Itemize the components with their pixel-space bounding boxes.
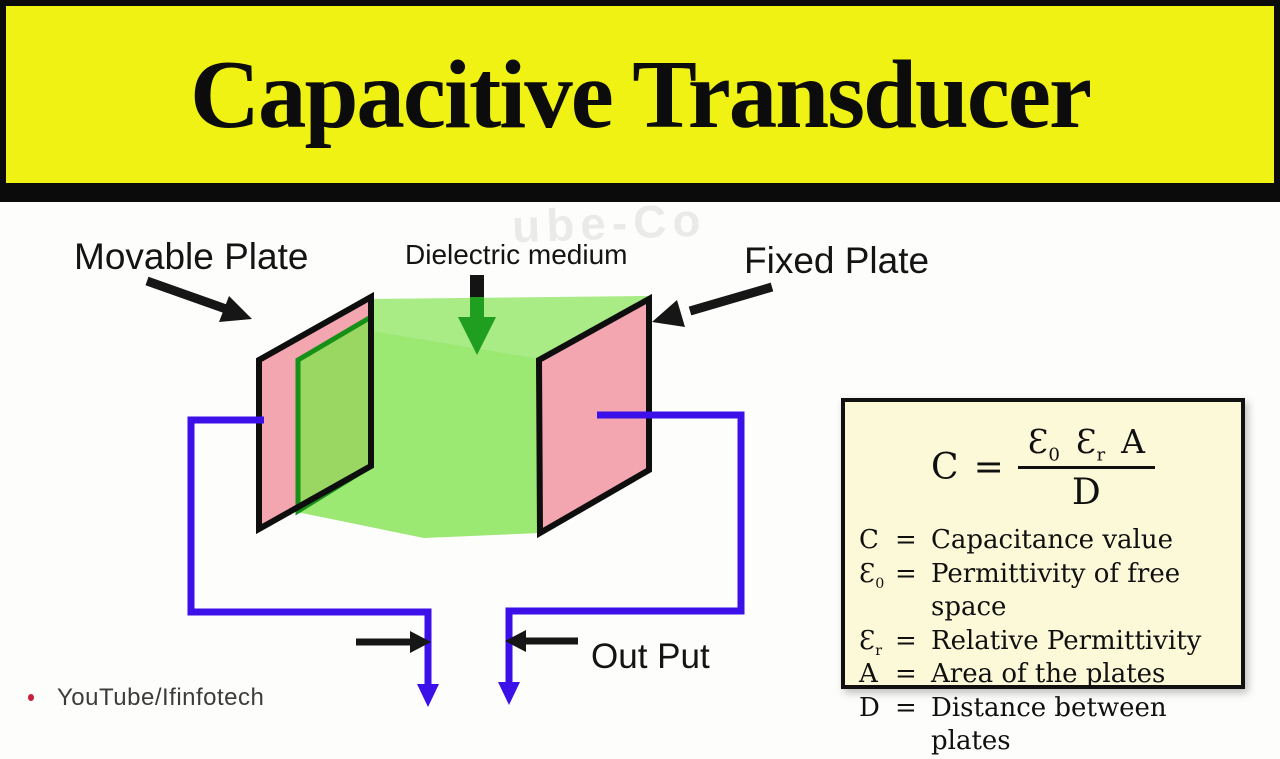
- watermark-dot: [28, 694, 34, 701]
- dielectric-arrow-shaft: [470, 275, 484, 302]
- output-right-arrowhead: [505, 630, 526, 652]
- epsilon-r-term: Ɛr: [1075, 422, 1106, 466]
- title-banner: Capacitive Transducer: [0, 0, 1280, 202]
- formula-lhs: C: [931, 447, 960, 488]
- channel-watermark: YouTube/Ifinfotech: [57, 684, 265, 711]
- fixed-plate-outline: [535, 293, 652, 539]
- fixed-plate-shape: [539, 299, 649, 533]
- movable-plate-label-arrow: [145, 276, 228, 314]
- legend-row: A = Area of the plates: [859, 659, 1166, 689]
- fixed-plate-label: Fixed Plate: [744, 240, 930, 281]
- dielectric-arrowhead: [458, 317, 496, 355]
- legend-row: C = Capacitance value: [859, 525, 1173, 555]
- dielectric-arrow-shaft-green: [470, 297, 484, 321]
- left-wire: [187, 416, 432, 688]
- dielectric-top-face: [371, 296, 649, 359]
- movable-plate-label-arrowhead: [219, 296, 252, 322]
- legend-row: Ɛr = Relative Permittivity: [859, 625, 1202, 659]
- legend-row: Ɛ0 = Permittivity of free space: [859, 558, 1181, 623]
- movable-plate-label: Movable Plate: [74, 236, 309, 277]
- fixed-plate-label-arrowhead: [652, 300, 685, 327]
- capacitor-diagram: [145, 275, 774, 707]
- movable-plate-outline: [256, 291, 374, 535]
- output-left-arrowhead: [410, 631, 431, 653]
- formula-fraction: Ɛ0 Ɛr A D: [1017, 422, 1155, 513]
- formula-numerator: Ɛ0 Ɛr A: [1017, 422, 1155, 469]
- formula-denominator: D: [1071, 472, 1101, 513]
- right-wire-arrowhead: [498, 682, 520, 705]
- formula-box: C = Ɛ0 Ɛr A D C = Capacitance value Ɛ0 =…: [841, 398, 1245, 756]
- formula-legend: C = Capacitance value Ɛ0 = Permittivity …: [845, 524, 1241, 759]
- right-wire: [505, 411, 745, 686]
- legend-row: D = Distance between plates: [859, 692, 1167, 757]
- left-wire-arrowhead: [417, 684, 439, 707]
- formula-equals: =: [973, 447, 1004, 488]
- area-term: A: [1121, 422, 1145, 461]
- dielectric-medium-label: Dielectric medium: [405, 239, 628, 270]
- output-label: Out Put: [591, 637, 710, 676]
- page-title: Capacitive Transducer: [189, 41, 1092, 148]
- epsilon-zero-term: Ɛ0: [1027, 422, 1060, 466]
- fixed-plate-label-arrow: [688, 282, 774, 316]
- capacitance-formula: C = Ɛ0 Ɛr A D: [845, 422, 1241, 513]
